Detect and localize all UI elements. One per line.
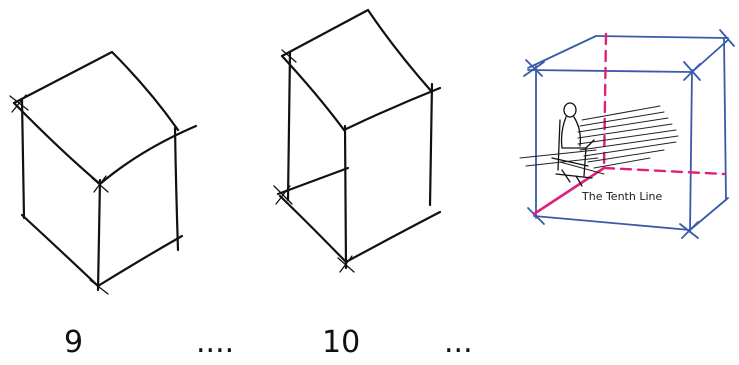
caption-dots-after-ten: ... — [444, 325, 473, 360]
caption-dots-after-nine: .... — [196, 325, 234, 360]
caption-ten: 10 — [322, 325, 360, 360]
tenth-line-label: The Tenth Line — [581, 190, 662, 203]
cube-sketch-nine — [9, 50, 198, 295]
tenth-line-cube: The Tenth Line — [519, 29, 735, 239]
cube-sketch-ten — [273, 8, 442, 273]
captions: 9 .... 10 ... — [64, 325, 473, 360]
caption-nine: 9 — [64, 325, 83, 360]
seated-figure — [551, 102, 595, 187]
hatched-plane — [519, 105, 679, 175]
